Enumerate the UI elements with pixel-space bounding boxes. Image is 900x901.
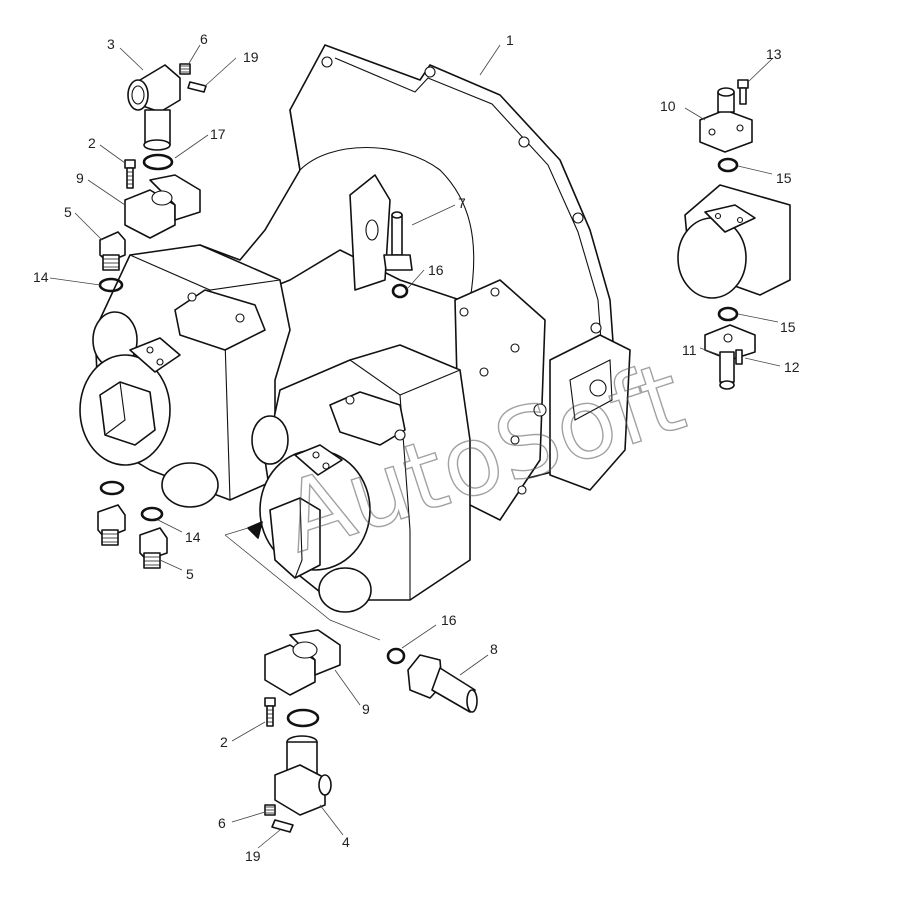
bolt-13 <box>737 79 749 105</box>
left-pump-assembly <box>79 244 291 508</box>
pipe-fitting-8 <box>407 654 478 713</box>
elbow-fitting-4 <box>274 735 332 816</box>
callout-labels: 1 2 2 3 4 5 5 6 6 7 8 9 9 10 11 12 13 14… <box>33 31 800 864</box>
callout-15: 15 <box>780 319 796 335</box>
callout-14: 14 <box>33 269 49 285</box>
clamp-9-upper <box>124 174 201 239</box>
callout-9: 9 <box>362 701 370 717</box>
main-housing <box>194 44 631 521</box>
elbow-fitting-3 <box>127 64 181 151</box>
callout-15: 15 <box>776 170 792 186</box>
callout-6: 6 <box>218 815 226 831</box>
plug-6-upper <box>179 63 191 75</box>
callout-1: 1 <box>506 32 514 48</box>
oring-14-lower-right <box>140 506 164 522</box>
callout-16: 16 <box>428 262 444 278</box>
callout-5: 5 <box>186 566 194 582</box>
clamp-9-lower <box>264 629 341 696</box>
fitting-10 <box>699 87 753 153</box>
oring-lower <box>286 708 320 728</box>
callout-11: 11 <box>682 342 697 358</box>
oring-15-upper <box>717 157 739 173</box>
seal-19-upper <box>187 81 207 93</box>
leader-lines <box>49 44 781 849</box>
valve-block-right <box>677 184 791 299</box>
callout-9: 9 <box>76 170 84 186</box>
callout-4: 4 <box>342 834 350 850</box>
callout-6: 6 <box>200 31 208 47</box>
oring-14-lower-left <box>99 480 125 496</box>
callout-3: 3 <box>107 36 115 52</box>
callout-19: 19 <box>243 49 259 65</box>
bolt-12 <box>735 349 743 365</box>
callout-2: 2 <box>220 734 228 750</box>
callout-14: 14 <box>185 529 201 545</box>
adapter-5-lower-right <box>139 527 168 569</box>
callout-2: 2 <box>88 135 96 151</box>
bolt-2-lower <box>264 697 276 727</box>
callout-12: 12 <box>784 359 800 375</box>
callout-13: 13 <box>766 46 782 62</box>
plug-6-lower <box>264 804 276 816</box>
bolt-2-upper <box>124 159 136 189</box>
center-pump-assembly <box>224 344 471 641</box>
callout-16: 16 <box>441 612 457 628</box>
callout-7: 7 <box>458 195 466 211</box>
adapter-5-upper <box>99 231 126 271</box>
callout-10: 10 <box>660 98 676 114</box>
oring-15-lower <box>717 306 739 322</box>
callout-8: 8 <box>490 641 498 657</box>
oring-17 <box>142 153 174 171</box>
oring-16-upper <box>391 283 409 299</box>
pipe-7 <box>383 211 413 271</box>
fitting-11 <box>704 324 756 390</box>
callout-5: 5 <box>64 204 72 220</box>
callout-17: 17 <box>210 126 226 142</box>
oring-16-lower <box>386 647 406 665</box>
callout-19: 19 <box>245 848 261 864</box>
seal-19-lower <box>271 819 294 833</box>
adapter-5-lower-left <box>97 504 126 546</box>
